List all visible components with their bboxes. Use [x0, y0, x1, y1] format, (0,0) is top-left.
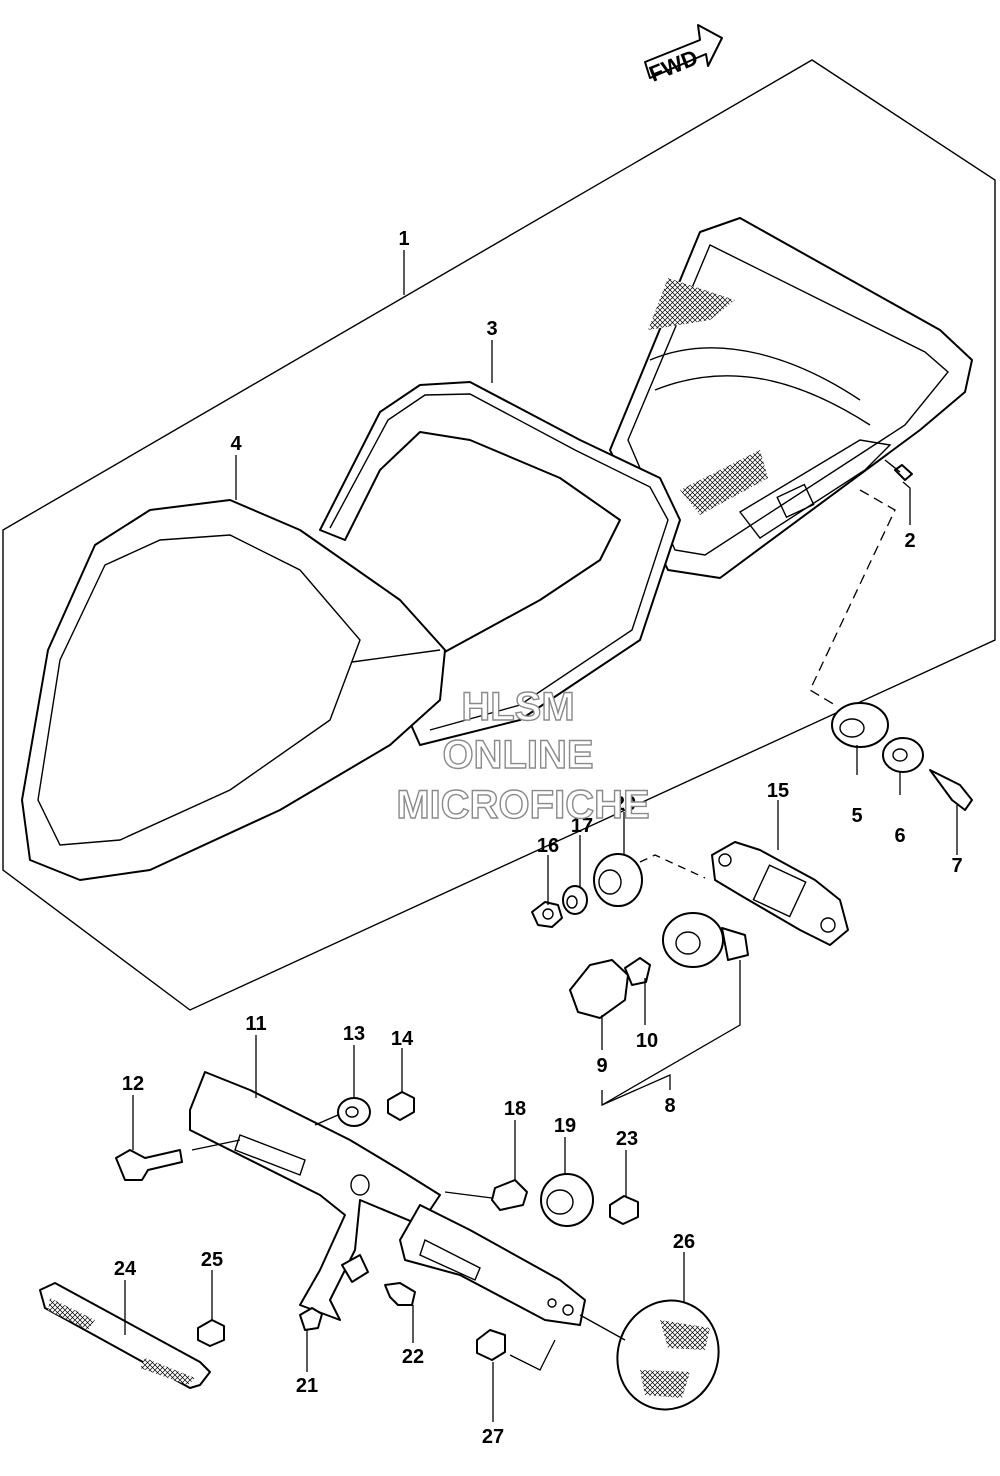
callout-10: 10 — [636, 1030, 658, 1052]
watermark-line-3: MICROFICHE — [396, 783, 649, 827]
lamp-socket — [662, 912, 749, 968]
nut-16 — [531, 901, 563, 928]
callout-27: 27 — [482, 1426, 504, 1448]
license-bracket-11 — [189, 1071, 586, 1326]
callout-5: 5 — [851, 805, 862, 827]
leader-18-line — [444, 1191, 493, 1199]
assembly-outline — [2, 59, 996, 1011]
bulb-10 — [624, 957, 651, 986]
guide-line — [809, 489, 896, 706]
callout-22: 22 — [402, 1346, 424, 1368]
washer-13 — [337, 1097, 371, 1127]
washer-6 — [882, 737, 924, 773]
leader-12-line — [191, 1139, 241, 1151]
callout-16: 16 — [537, 835, 559, 857]
callout-12: 12 — [122, 1073, 144, 1095]
leader-27-line — [509, 1339, 556, 1371]
side-reflector-24 — [39, 1282, 211, 1389]
forward-arrow-icon: FWD — [644, 24, 723, 87]
callout-9: 9 — [596, 1055, 607, 1077]
callout-20: 20 — [614, 793, 636, 815]
callout-14: 14 — [391, 1028, 414, 1050]
callout-25: 25 — [201, 1249, 223, 1271]
lamp-outer-cover — [21, 499, 446, 881]
callout-11: 11 — [245, 1013, 266, 1035]
callout-19: 19 — [554, 1115, 576, 1137]
tail-lamp-housing — [609, 217, 973, 579]
callout-7: 7 — [951, 855, 962, 877]
nut-23 — [609, 1195, 639, 1225]
screw-2 — [884, 459, 913, 481]
callout-8: 8 — [664, 1095, 675, 1117]
callout-23: 23 — [616, 1128, 638, 1150]
bolt-12 — [115, 1149, 183, 1181]
callout-labels: 1 2 3 4 5 6 7 8 9 10 11 12 13 14 15 16 1… — [114, 228, 963, 1448]
watermark-line-2: ONLINE — [442, 733, 593, 777]
callout-15: 15 — [767, 780, 789, 802]
callout-1: 1 — [398, 228, 409, 250]
nut-14 — [387, 1091, 415, 1121]
watermark-line-1: HLSM — [461, 685, 574, 729]
lens-9 — [569, 959, 629, 1019]
grommet-19 — [540, 1173, 594, 1227]
bolt-21 — [299, 1307, 323, 1331]
grommet-5 — [831, 702, 889, 748]
callout-26: 26 — [673, 1231, 695, 1253]
callout-leaders — [124, 250, 958, 1422]
leader-26-line — [579, 1314, 626, 1341]
watermark: HLSM ONLINE MICROFICHE — [396, 684, 651, 827]
callout-18: 18 — [504, 1098, 526, 1120]
callout-6: 6 — [894, 825, 905, 847]
collar-17 — [562, 885, 588, 915]
nut-27 — [476, 1329, 506, 1361]
callout-2: 2 — [904, 530, 915, 552]
guide-line-15 — [639, 854, 706, 879]
nut-25 — [197, 1319, 225, 1347]
callout-17: 17 — [571, 815, 593, 837]
callout-3: 3 — [486, 318, 497, 340]
callout-4: 4 — [230, 433, 242, 455]
grommet-20 — [593, 853, 643, 907]
bolt-22 — [384, 1282, 416, 1306]
screw-7 — [929, 769, 973, 811]
collar-18 — [491, 1179, 528, 1211]
round-reflector-26 — [616, 1299, 720, 1411]
callout-13: 13 — [343, 1023, 365, 1045]
leader-13-line — [314, 1114, 339, 1126]
mounting-plate-15 — [711, 841, 849, 946]
callout-24: 24 — [114, 1258, 137, 1280]
callout-21: 21 — [296, 1375, 318, 1397]
